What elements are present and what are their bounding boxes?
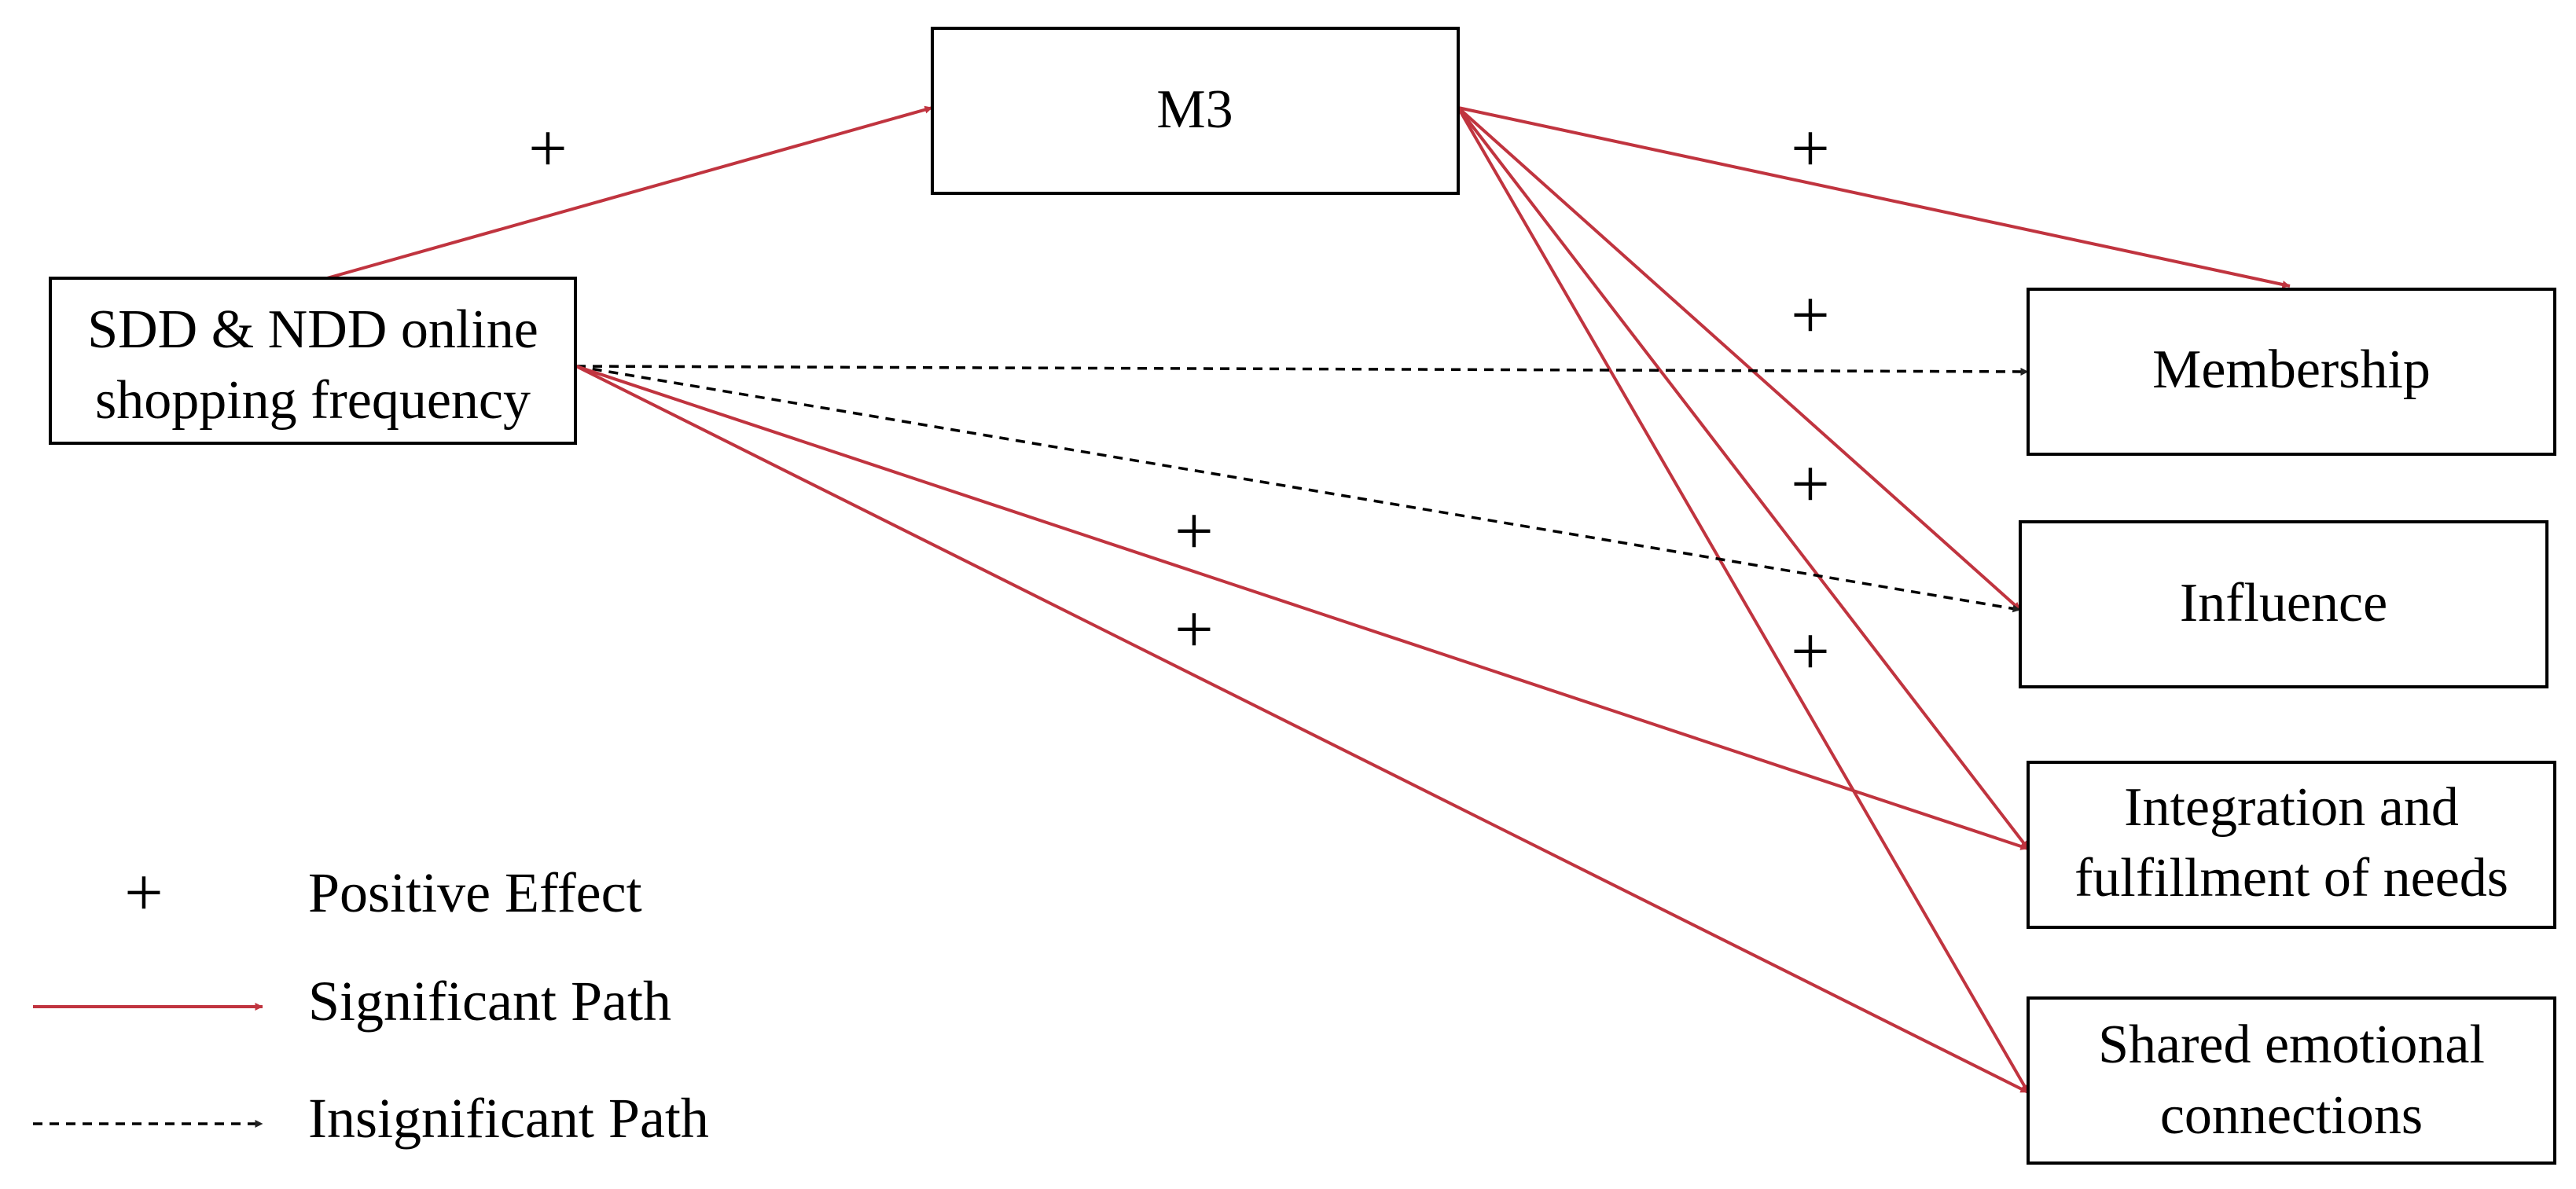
node-source: SDD & NDD online shopping frequency [49, 277, 577, 445]
path-mediator-to-influence [1457, 106, 2022, 611]
arrows-layer [326, 105, 2291, 1094]
path-mediator-to-membership [1457, 106, 2291, 288]
path-source-to-shared [575, 365, 2029, 1094]
node-mediator: M3 [931, 27, 1460, 195]
effect-sign-mediator-influence: + [1791, 277, 1830, 354]
legend-significant-label: Significant Path [308, 970, 671, 1033]
node-membership: Membership [2027, 288, 2556, 456]
node-integration-line-2: fulfillment of needs [2074, 848, 2508, 908]
legend-positive-label: Positive Effect [308, 861, 642, 924]
effect-sign-source-integration: + [1174, 494, 1214, 570]
path-source-to-influence [575, 365, 2021, 613]
path-source-to-integration [575, 365, 2029, 850]
node-mediator-label: M3 [1156, 79, 1233, 140]
node-influence-label: Influence [2180, 573, 2387, 633]
effect-sign-mediator-shared: + [1791, 614, 1830, 690]
node-integration-line-1: Integration and [2124, 777, 2459, 838]
node-integration: Integration and fulfillment of needs [2027, 761, 2556, 929]
effect-sign-source-shared: + [1174, 592, 1214, 668]
effect-signs: + + + + + + + [528, 111, 1830, 690]
effect-sign-source-mediator: + [528, 111, 568, 187]
path-mediator-to-integration [1457, 106, 2030, 850]
node-influence: Influence [2019, 520, 2548, 688]
node-shared: Shared emotional connections [2027, 996, 2556, 1165]
path-mediator-to-shared [1457, 106, 2030, 1094]
legend-positive-symbol: + [124, 855, 164, 931]
node-membership-label: Membership [2152, 339, 2431, 400]
effect-sign-mediator-integration: + [1791, 446, 1830, 523]
path-source-to-mediator [326, 105, 933, 280]
legend-insignificant-label: Insignificant Path [308, 1087, 709, 1150]
path-source-to-membership [575, 365, 2029, 376]
node-shared-line-1: Shared emotional [2098, 1015, 2485, 1075]
legend: + Positive Effect Significant Path Insig… [33, 855, 709, 1150]
node-source-line-1: SDD & NDD online [87, 299, 538, 360]
nodes-layer: SDD & NDD online shopping frequency M3 M… [49, 27, 2556, 1165]
node-source-line-2: shopping frequency [95, 370, 531, 431]
effect-sign-mediator-membership: + [1791, 111, 1830, 187]
node-shared-line-2: connections [2160, 1085, 2423, 1146]
